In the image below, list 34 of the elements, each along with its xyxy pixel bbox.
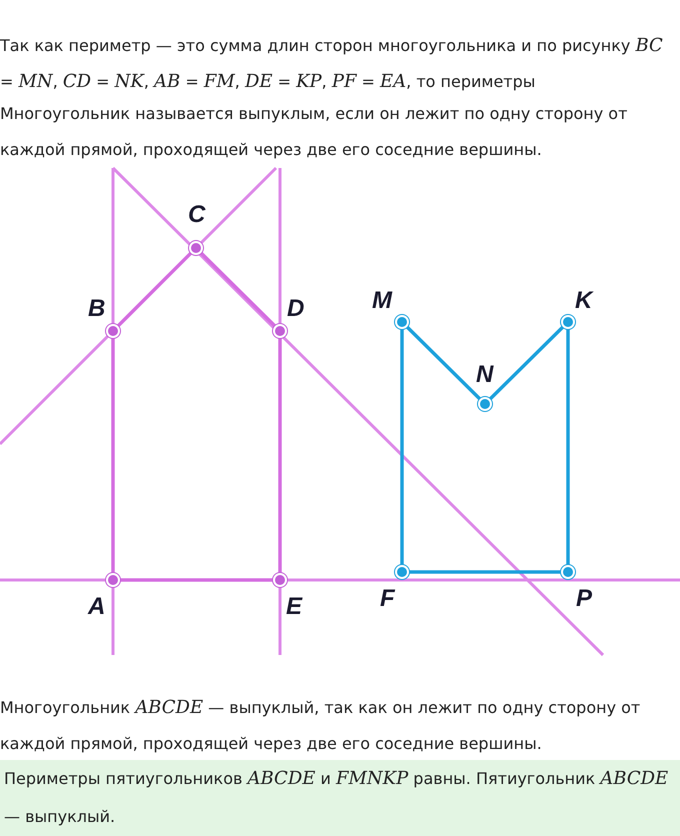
paragraph: Многоугольник ABCDE — выпуклый, так как он лежит по одну сторону от каждой прямой, проходящей через две его соседние вершины. — [0, 696, 642, 755]
vertex-label: E — [286, 594, 302, 620]
vertex-label: N — [476, 362, 494, 388]
vertex-label: P — [576, 586, 592, 612]
vertex-label: K — [575, 288, 592, 314]
vertex-point — [273, 324, 287, 338]
vertex-label: F — [380, 586, 395, 612]
polygon-side — [566, 329, 570, 565]
polygon-side — [111, 338, 115, 573]
vertex-point — [106, 324, 120, 338]
vertex-point — [106, 573, 120, 587]
vertex-point — [189, 241, 203, 255]
vertex-point — [395, 565, 409, 579]
vertex-label: A — [88, 594, 106, 620]
polygon-side — [400, 329, 404, 565]
polygon-side — [116, 252, 192, 328]
paragraph: Многоугольник называется выпуклым, если он лежит по одну сторону от каждой прямой, проходящей через две его соседние вершины. — [0, 103, 628, 161]
vertex-label: C — [188, 202, 206, 228]
vertex-point — [561, 565, 575, 579]
vertex-label: B — [88, 296, 106, 322]
vertex-point — [561, 315, 575, 329]
polygon-side — [120, 578, 273, 582]
answer-panel: Периметры пятиугольников ABCDE и FMNKP равны. Пятиугольник ABCDE — выпуклый. — [0, 760, 680, 836]
vertex-point — [273, 573, 287, 587]
vertex-label: M — [372, 288, 392, 314]
vertex-label: D — [287, 296, 304, 322]
polygon-side — [406, 326, 482, 400]
polygon-side — [200, 252, 276, 328]
vertex-point — [478, 397, 492, 411]
polygon-side — [278, 338, 282, 573]
polygon-side — [488, 326, 564, 400]
vertex-point — [395, 315, 409, 329]
paragraph: Так как периметр — это сумма длин сторон многоугольника и по рисунку BC = MN, CD = NK, AB = FM, DE = KP, PF = EA, то периметры — [0, 34, 664, 94]
polygon-side — [409, 570, 561, 574]
